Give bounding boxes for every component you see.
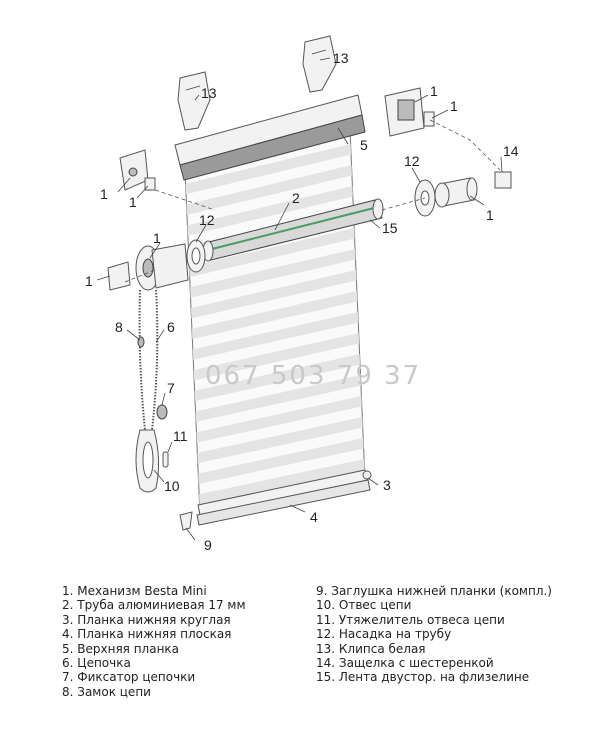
fabric-stripe	[193, 333, 360, 381]
callout-1-left-lower: 1	[85, 273, 93, 289]
chain	[137, 289, 159, 431]
legend-item: 10. Отвес цепи	[316, 598, 412, 613]
bottom-rail-flat	[196, 479, 371, 526]
fabric-stripe	[196, 396, 362, 443]
callout-1-right-upper: 1	[430, 83, 438, 99]
bottom-rail-round	[197, 469, 372, 516]
legend-item: 13. Клипса белая	[316, 641, 426, 656]
legend-column-right: 9. Заглушка нижней планки (компл.) 10. О…	[316, 584, 552, 685]
callout-8: 8	[115, 319, 123, 335]
left-mechanism	[135, 239, 206, 291]
fabric-stripe	[199, 459, 365, 505]
chain-weight-small	[162, 451, 169, 468]
callout-1-left-upper: 1	[100, 186, 108, 202]
callout-12-right: 12	[404, 153, 420, 169]
legend-item: 5. Верхняя планка	[62, 641, 180, 656]
legend-item: 9. Заглушка нижней планки (компл.)	[316, 584, 552, 598]
legend-item: 12. Насадка на трубу	[316, 627, 452, 642]
fabric-stripe	[189, 228, 355, 277]
callout-1-right-mech: 1	[486, 207, 494, 223]
clip-right	[302, 35, 337, 93]
fabric-stripe	[190, 249, 356, 298]
fabric-stripe	[195, 375, 361, 422]
callout-5: 5	[360, 137, 368, 153]
latch-gear	[494, 171, 512, 189]
roller-blind-exploded-diagram: 067 503 79 37 1 1 1 1 1 1 1 2 3 4 5 6 7 …	[85, 35, 519, 553]
legend-item: 6. Цепочка	[62, 656, 131, 671]
fabric-stripe	[186, 165, 352, 215]
end-cap	[179, 511, 193, 531]
callout-3: 3	[383, 477, 391, 493]
callout-13-right: 13	[333, 50, 349, 66]
right-mechanism	[434, 177, 478, 208]
callout-4: 4	[310, 509, 318, 525]
legend-item: 11. Утяжелитель отвеса цепи	[316, 612, 505, 627]
fabric-stripe	[187, 186, 353, 236]
parts-legend: 1. Механизм Besta Mini 2. Труба алюминие…	[62, 584, 582, 704]
fabric-stripe	[197, 417, 363, 464]
fabric-stripe	[194, 354, 361, 402]
callout-11: 11	[173, 428, 188, 444]
fabric-stripe	[191, 270, 357, 319]
callout-12-left: 12	[199, 212, 215, 228]
watermark: 067 503 79 37	[205, 361, 421, 391]
fabric-stripe	[191, 291, 358, 340]
legend-item: 4. Планка нижняя плоская	[62, 627, 232, 642]
fabric-stripe	[185, 144, 352, 195]
left-bracket-lower	[107, 261, 131, 291]
callout-10: 10	[164, 478, 180, 494]
legend-item: 8. Замок цепи	[62, 684, 151, 699]
left-bracket-upper	[119, 149, 156, 191]
callout-6: 6	[167, 319, 175, 335]
legend-item: 14. Защелка с шестеренкой	[316, 656, 494, 671]
callout-1-left-mech: 1	[153, 230, 161, 246]
fabric-stripe	[198, 438, 364, 484]
legend-column-left: 1. Механизм Besta Mini 2. Труба алюминие…	[62, 584, 246, 699]
callout-14: 14	[503, 143, 519, 159]
callout-7: 7	[167, 380, 175, 396]
callout-2: 2	[292, 190, 300, 206]
chain-weight	[135, 429, 160, 493]
callout-1-left-upper-b: 1	[129, 194, 137, 210]
fabric-stripes	[185, 144, 365, 505]
legend-item: 7. Фиксатор цепочки	[62, 670, 196, 685]
chain-stopper	[156, 404, 168, 420]
fabric-sheet	[184, 129, 366, 516]
callout-9: 9	[204, 537, 212, 553]
callout-13-left: 13	[201, 85, 217, 101]
aluminium-tube	[202, 198, 384, 262]
legend-item: 15. Лента двустор. на флизелине	[316, 670, 530, 685]
callout-15: 15	[382, 220, 398, 236]
callout-1-right-upper-b: 1	[450, 98, 458, 114]
legend-item: 2. Труба алюминиевая 17 мм	[62, 598, 246, 613]
right-bracket	[384, 87, 435, 137]
top-rail	[174, 94, 366, 181]
clip-left	[177, 71, 211, 131]
fabric-stripe	[192, 312, 359, 360]
legend-item: 1. Механизм Besta Mini	[62, 584, 207, 598]
legend-item: 3. Планка нижняя круглая	[62, 612, 231, 627]
